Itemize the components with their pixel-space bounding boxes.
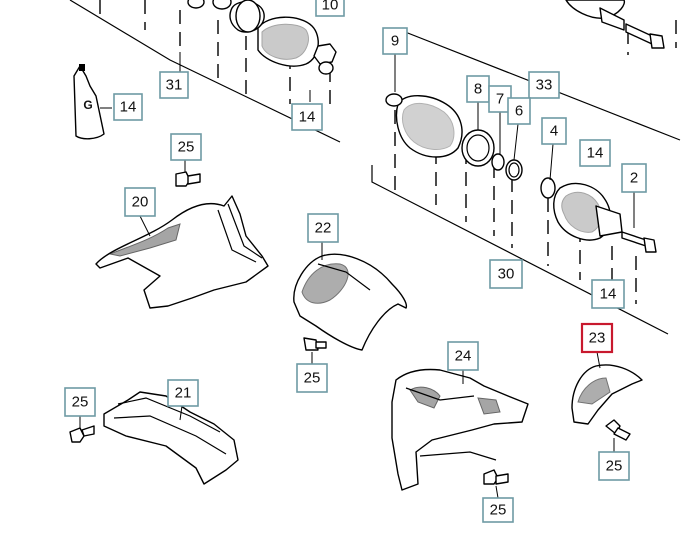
svg-text:8: 8	[474, 81, 482, 98]
svg-text:33: 33	[536, 77, 553, 94]
callout-22[interactable]: 22	[307, 213, 339, 243]
callout-14-upper[interactable]: 14	[291, 103, 323, 131]
right-outer-joint	[553, 182, 623, 241]
heat-shield-24	[391, 368, 529, 491]
svg-text:25: 25	[606, 458, 623, 475]
svg-text:22: 22	[315, 220, 332, 237]
callout-10[interactable]: 10	[315, 0, 345, 17]
callout-14-lower[interactable]: 14	[591, 279, 625, 309]
bolt-mid	[303, 337, 327, 351]
upper-left-boot	[229, 0, 319, 67]
upper-left-nut	[313, 43, 337, 75]
heat-shield-23	[571, 364, 643, 425]
svg-text:24: 24	[455, 348, 472, 365]
callout-23-selected[interactable]: 23	[580, 322, 614, 354]
svg-text:14: 14	[120, 99, 137, 116]
svg-text:23: 23	[589, 330, 606, 347]
callout-9[interactable]: 9	[382, 27, 408, 55]
right-inner-boot	[385, 93, 463, 158]
heat-shield-20	[95, 195, 269, 309]
callout-24[interactable]: 24	[447, 341, 479, 371]
svg-text:4: 4	[550, 123, 558, 140]
callout-31[interactable]: 31	[159, 71, 189, 99]
callout-14-grease[interactable]: 14	[113, 93, 143, 121]
right-axle-bolt	[621, 231, 657, 253]
svg-text:25: 25	[304, 370, 321, 387]
bolt-bottom	[483, 469, 509, 485]
svg-text:14: 14	[587, 145, 604, 162]
callout-6[interactable]: 6	[507, 97, 531, 125]
bolt-top	[175, 171, 201, 187]
svg-text:25: 25	[490, 502, 507, 519]
callout-25-left[interactable]: 25	[64, 387, 96, 417]
bolt-left	[69, 425, 95, 443]
callout-8[interactable]: 8	[466, 75, 490, 103]
svg-text:25: 25	[72, 394, 89, 411]
svg-text:20: 20	[132, 194, 149, 211]
grease-tube	[73, 64, 105, 140]
callout-25-top[interactable]: 25	[170, 133, 202, 161]
svg-text:14: 14	[299, 109, 316, 126]
svg-text:25: 25	[178, 139, 195, 156]
svg-text:14: 14	[600, 286, 617, 303]
callout-4[interactable]: 4	[541, 117, 567, 145]
callout-20[interactable]: 20	[124, 187, 156, 217]
callout-14-right[interactable]: 14	[579, 139, 611, 167]
top-right-hub-joint	[565, 0, 665, 49]
bolt-right	[605, 419, 631, 441]
callout-25-mid[interactable]: 25	[296, 363, 328, 393]
callout-33[interactable]: 33	[528, 71, 560, 99]
callout-30[interactable]: 30	[489, 259, 523, 289]
svg-text:9: 9	[391, 33, 399, 50]
svg-text:10: 10	[322, 0, 339, 14]
callout-25-bottom[interactable]: 25	[482, 497, 514, 523]
svg-text:30: 30	[498, 266, 515, 283]
heat-shield-22	[293, 253, 408, 351]
right-clamps	[461, 129, 556, 199]
heat-shield-21	[103, 391, 239, 485]
callout-21[interactable]: 21	[167, 379, 199, 407]
svg-text:21: 21	[175, 385, 192, 402]
right-shaft-assembly-frame	[371, 20, 681, 335]
callout-2[interactable]: 2	[621, 163, 647, 193]
svg-text:31: 31	[166, 77, 183, 94]
callout-25-right[interactable]: 25	[598, 451, 630, 481]
svg-text:7: 7	[496, 91, 504, 108]
upper-left-clamp	[187, 0, 232, 10]
grease-tube-label: G	[83, 98, 92, 112]
svg-text:6: 6	[515, 103, 523, 120]
svg-text:2: 2	[630, 170, 638, 187]
